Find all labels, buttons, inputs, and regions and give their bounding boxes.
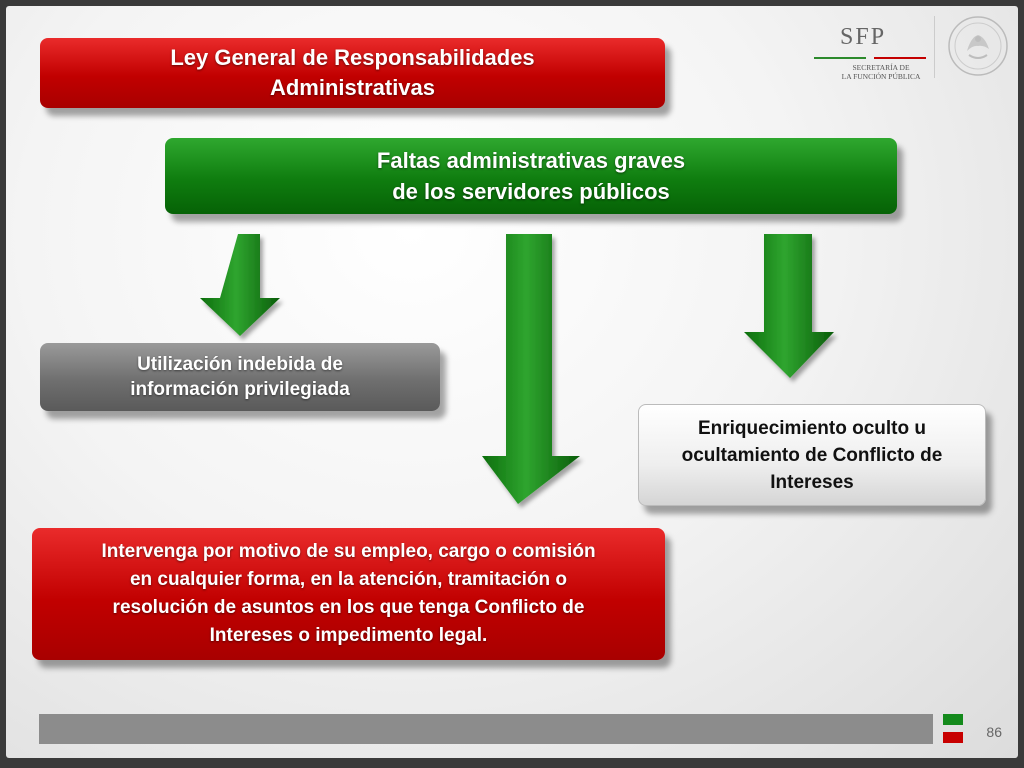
node-center-line-3: resolución de asuntos en los que tenga C… bbox=[112, 597, 585, 618]
logo-subtitle-line-1: SECRETARÍA DE bbox=[852, 63, 910, 72]
node-right-line-2: ocultamiento de Conflicto de bbox=[681, 444, 943, 466]
arrow-down-right-icon bbox=[744, 234, 834, 378]
node-right-line-1: Enriquecimiento oculto u bbox=[697, 417, 926, 439]
logo-subtitle: SECRETARÍA DE LA FUNCIÓN PÚBLICA bbox=[826, 63, 936, 81]
title-line-2: Administrativas bbox=[269, 75, 436, 100]
arrow-down-center-icon bbox=[482, 234, 580, 504]
node-left-line-1: Utilización indebida de bbox=[137, 354, 343, 375]
flag-red-block bbox=[943, 732, 963, 743]
footer-bar bbox=[39, 714, 933, 744]
root-line-2: de los servidores públicos bbox=[392, 179, 670, 204]
node-center-line-2: en cualquier forma, en la atención, tram… bbox=[129, 569, 568, 590]
mexican-coat-of-arms-seal-icon bbox=[948, 16, 1008, 76]
node-privileged-information: Utilización indebida de información priv… bbox=[40, 343, 440, 411]
logo-subtitle-line-2: LA FUNCIÓN PÚBLICA bbox=[841, 72, 921, 81]
node-right-line-3: Intereses bbox=[770, 471, 854, 493]
logo-divider bbox=[934, 16, 935, 78]
node-left-line-2: información privilegiada bbox=[130, 379, 350, 400]
logo-red-bar bbox=[874, 57, 926, 59]
slide: Ley General de Responsabilidades Adminis… bbox=[6, 6, 1018, 758]
node-center-line-1: Intervenga por motivo de su empleo, carg… bbox=[101, 541, 596, 562]
node-hidden-enrichment: Enriquecimiento oculto u ocultamiento de… bbox=[638, 404, 986, 506]
flag-green-block bbox=[943, 714, 963, 725]
node-center-line-4: Intereses o impedimento legal. bbox=[209, 625, 488, 646]
page-title: Ley General de Responsabilidades Adminis… bbox=[40, 38, 665, 108]
sfp-logo: SFP SECRETARÍA DE LA FUNCIÓN PÚBLICA bbox=[814, 18, 932, 81]
arrows-layer bbox=[200, 234, 834, 504]
logo-green-bar bbox=[814, 57, 866, 59]
page-number: 86 bbox=[986, 724, 1002, 740]
node-conflict-of-interest: Intervenga por motivo de su empleo, carg… bbox=[32, 528, 665, 660]
root-line-1: Faltas administrativas graves bbox=[376, 148, 686, 173]
root-node: Faltas administrativas graves de los ser… bbox=[165, 138, 897, 214]
arrow-down-left-icon bbox=[200, 234, 280, 336]
title-line-1: Ley General de Responsabilidades bbox=[170, 45, 535, 70]
sfp-logo-text: SFP bbox=[840, 24, 887, 50]
